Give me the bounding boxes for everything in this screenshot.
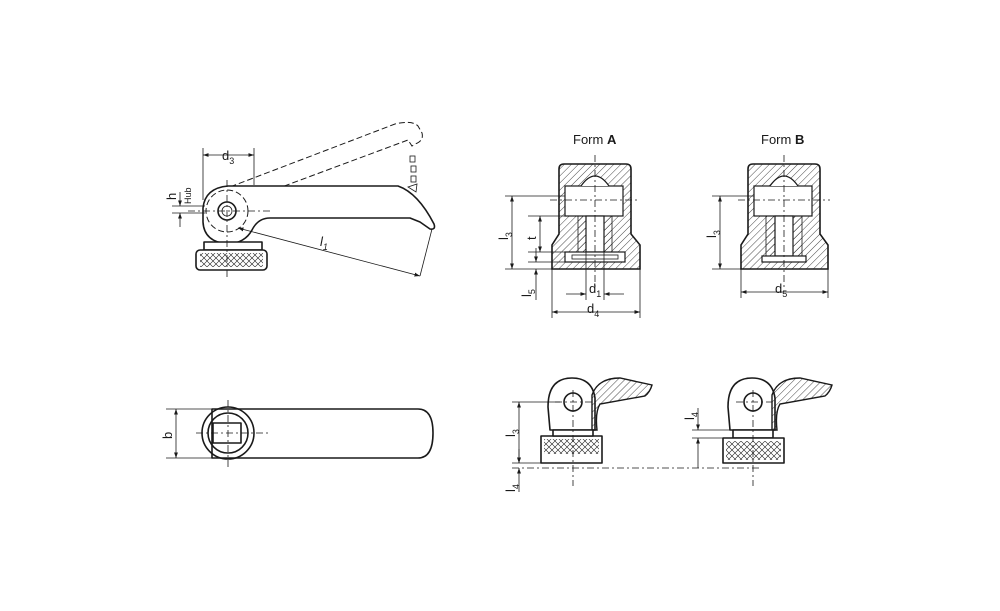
assembly-view-form-a: l3 l4 [503, 377, 760, 492]
l4-label-assembly-b: l4 [682, 412, 700, 420]
lever-top-body [211, 408, 434, 459]
form-a-section: Form A l3 t l5 [496, 132, 641, 319]
d4-label: d4 [587, 301, 599, 319]
washer [203, 241, 263, 251]
side-view-lever: d3 h Hub l1 [164, 121, 436, 280]
lever-body [202, 185, 436, 245]
l4-label-assembly-a: l4 [503, 484, 521, 492]
lever-open-position-outline [221, 121, 423, 202]
form-b-title: Form B [761, 132, 804, 147]
l3-label-assembly: l3 [503, 429, 521, 437]
h-hub-label: h [164, 193, 179, 200]
l5-label: l5 [519, 289, 537, 297]
d1-label: d1 [589, 281, 601, 299]
l1-dimension-line [237, 227, 421, 277]
l3-label-form-b: l3 [704, 230, 722, 238]
d5-label: d5 [775, 281, 787, 299]
d3-label: d3 [222, 148, 234, 166]
top-view-lever: b [160, 400, 434, 470]
h-hub-sub: Hub [183, 187, 193, 204]
b-label: b [160, 432, 175, 439]
l3-label-form-a: l3 [496, 232, 514, 240]
t-label: t [524, 236, 539, 240]
form-a-title: Form A [573, 132, 617, 147]
assembly-view-form-b: l4 [682, 377, 833, 486]
form-b-section: Form B l3 d5 [704, 132, 830, 299]
l1-label: l1 [320, 234, 328, 252]
rotation-direction-icon [407, 155, 418, 193]
